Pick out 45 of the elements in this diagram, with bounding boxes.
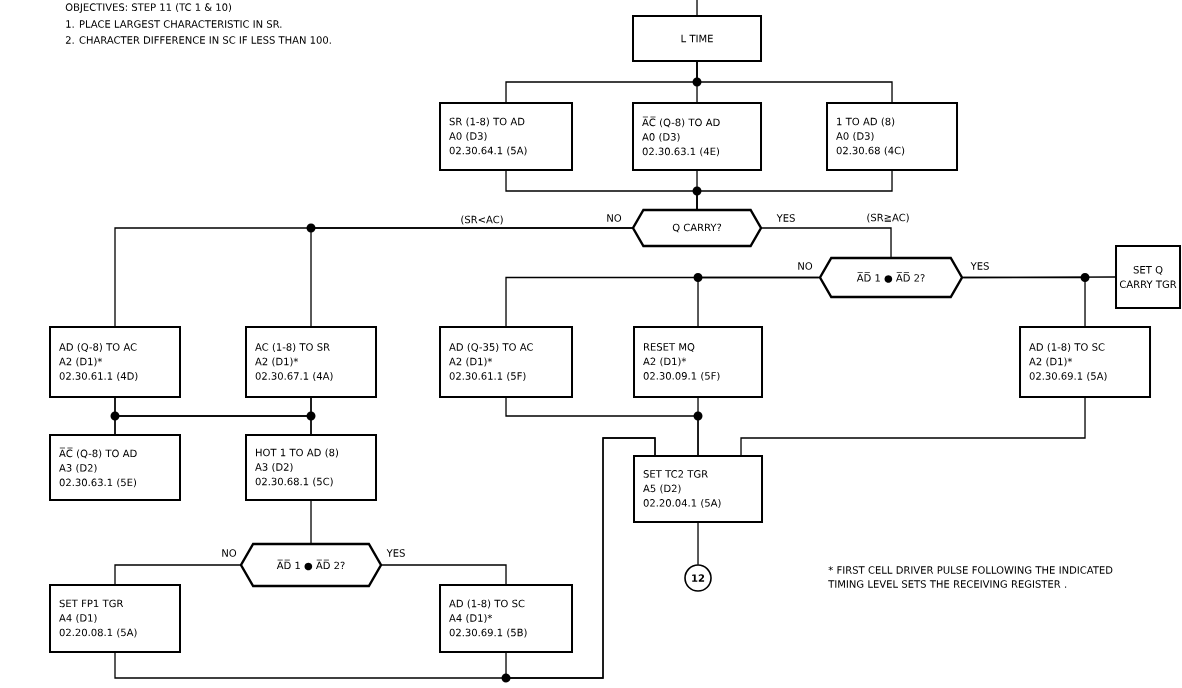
edge-label: YES bbox=[969, 261, 991, 271]
decision-hexagon: Q CARRY? bbox=[631, 208, 763, 248]
process-box: RESET MQ A2 (D1)* 02.30.09.1 (5F) bbox=[633, 326, 763, 398]
connector-line bbox=[310, 500, 312, 544]
connector-line bbox=[740, 397, 1086, 456]
process-box: SET TC2 TGR A5 (D2) 02.20.04.1 (5A) bbox=[633, 455, 763, 523]
connector-line bbox=[697, 397, 699, 456]
process-box: L TIME bbox=[632, 15, 762, 62]
process-box: SR (1-8) TO AD A0 (D3) 02.30.64.1 (5A) bbox=[439, 102, 573, 171]
process-box: HOT 1 TO AD (8) A3 (D2) 02.30.68.1 (5C) bbox=[245, 434, 377, 501]
connector-line bbox=[114, 437, 656, 679]
connector-line bbox=[114, 397, 312, 435]
process-box: A̅C̅ (Q-8) TO AD A0 (D3) 02.30.63.1 (4E) bbox=[632, 102, 762, 171]
edge-label: NO bbox=[605, 213, 623, 223]
process-box: SET Q CARRY TGR bbox=[1115, 245, 1181, 309]
note-text: 1. PLACE LARGEST CHARACTERISTIC IN SR. bbox=[66, 20, 282, 28]
note-text: * FIRST CELL DRIVER PULSE FOLLOWING THE INDICATED TIMING LEVEL SETS THE RECEIVING REGISTER . bbox=[828, 566, 1113, 588]
connector-line bbox=[962, 276, 1086, 327]
process-box: A̅C̅ (Q-8) TO AD A3 (D2) 02.30.63.1 (5E) bbox=[49, 434, 181, 501]
condition-label: (SR<AC) bbox=[461, 215, 503, 225]
process-box: AD (1-8) TO SC A2 (D1)* 02.30.69.1 (5A) bbox=[1019, 326, 1151, 398]
process-box: SET FP1 TGR A4 (D1) 02.20.08.1 (5A) bbox=[49, 584, 181, 653]
process-box: AC (1-8) TO SR A2 (D1)* 02.30.67.1 (4A) bbox=[245, 326, 377, 398]
connector-line bbox=[696, 0, 698, 16]
connector-line bbox=[696, 170, 893, 210]
note-text: OBJECTIVES: STEP 11 (TC 1 & 10) bbox=[65, 3, 232, 13]
edge-label: YES bbox=[775, 213, 797, 223]
connector-line bbox=[310, 227, 633, 327]
process-box: AD (Q-8) TO AC A2 (D1)* 02.30.61.1 (4D) bbox=[49, 326, 181, 398]
connector-line bbox=[697, 522, 699, 565]
connector-line bbox=[697, 276, 820, 327]
process-box: AD (1-8) TO SC A4 (D1)* 02.30.69.1 (5B) bbox=[439, 584, 573, 653]
process-box: 1 TO AD (8) A0 (D3) 02.30.68 (4C) bbox=[826, 102, 958, 171]
edge-label: NO bbox=[796, 261, 814, 271]
connector-line bbox=[696, 61, 893, 103]
connector-line bbox=[381, 564, 507, 585]
edge-label: YES bbox=[385, 548, 407, 558]
note-text: 2. CHARACTER DIFFERENCE IN SC IF LESS THAN 100. bbox=[65, 36, 331, 44]
edge-label: NO bbox=[220, 548, 238, 558]
process-box: AD (Q-35) TO AC A2 (D1)* 02.30.61.1 (5F) bbox=[439, 326, 573, 398]
decision-hexagon: A̅D̅ 1 ● A̅D̅ 2? bbox=[239, 542, 383, 588]
decision-hexagon: A̅D̅ 1 ● A̅D̅ 2? bbox=[818, 256, 964, 299]
connector-line bbox=[761, 227, 892, 258]
connector-line bbox=[114, 564, 241, 585]
condition-label: (SR≧AC) bbox=[867, 213, 909, 223]
